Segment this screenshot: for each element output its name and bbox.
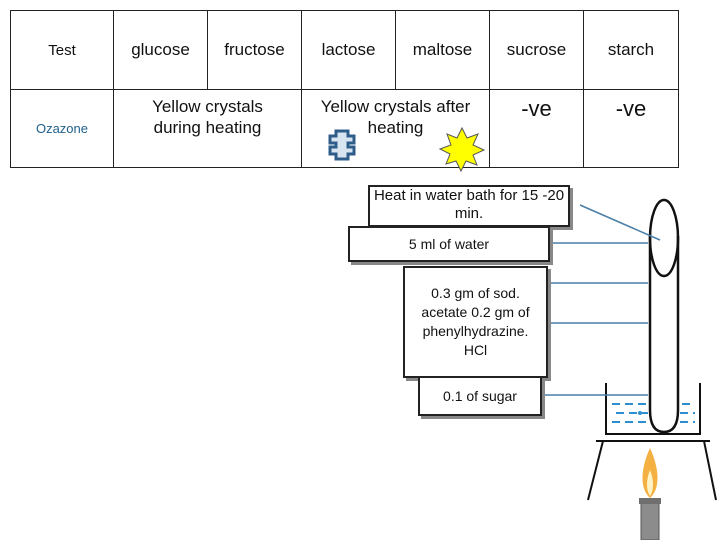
reagents-step-box: 0.3 gm of sod. acetate 0.2 gm of phenylh… <box>403 266 548 378</box>
ozazone-results-table: Test glucose fructose lactose maltose su… <box>10 10 679 168</box>
test-header: Test <box>10 10 114 90</box>
test-tube <box>648 198 680 434</box>
water-step-text: 5 ml of water <box>408 236 490 252</box>
header-starch: starch <box>583 10 679 90</box>
result-starch: -ve <box>583 89 679 168</box>
sugar-step-box: 0.1 of sugar <box>418 376 542 416</box>
crystal-blue-icon <box>328 129 356 161</box>
result-glucose-fructose: Yellow crystals during heating <box>113 89 302 168</box>
header-lactose: lactose <box>301 10 396 90</box>
header-glucose: glucose <box>113 10 208 90</box>
result-starch-text: -ve <box>615 96 647 121</box>
crystal-star-icon <box>438 126 486 173</box>
result-sucrose-text: -ve <box>521 96 552 121</box>
reagents-step-text: 0.3 gm of sod. acetate 0.2 gm of phenylh… <box>421 285 530 358</box>
bunsen-burner <box>639 498 661 540</box>
water-step-box: 5 ml of water <box>348 226 550 262</box>
result-sucrose: -ve <box>489 89 584 168</box>
heat-step-text: Heat in water bath for 15 -20 min. <box>373 187 565 222</box>
result-glucose-fructose-text: Yellow crystals during heating <box>152 97 263 138</box>
heat-step-box: Heat in water bath for 15 -20 min. <box>368 185 570 227</box>
row-label-ozazone: Ozazone <box>10 89 114 168</box>
flame-icon <box>642 448 658 498</box>
sugar-step-text: 0.1 of sugar <box>443 388 517 404</box>
water-bath-beaker <box>605 383 701 435</box>
result-lactose-maltose-text: Yellow crystals after heating <box>320 97 471 138</box>
tripod-stand <box>587 440 717 501</box>
label-arrows <box>542 204 661 396</box>
